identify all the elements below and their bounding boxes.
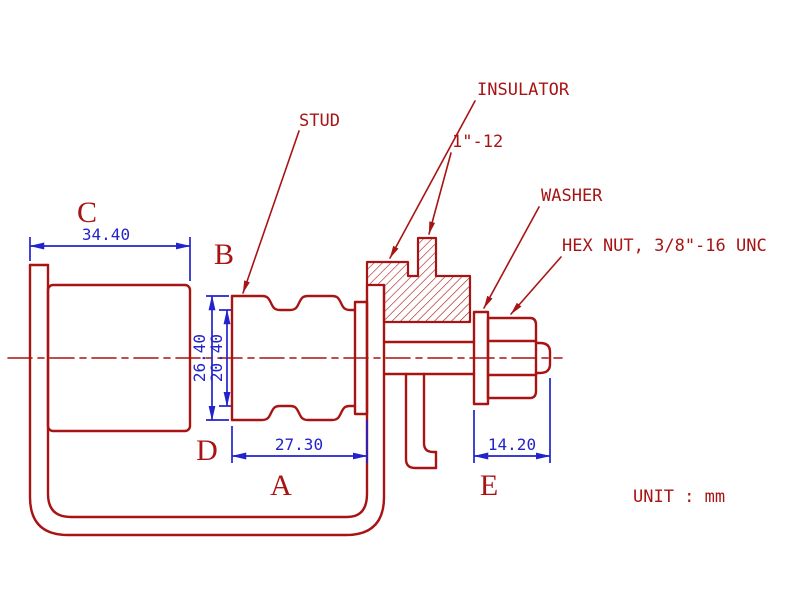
reference-letters: C B D A E: [77, 196, 498, 502]
leader-insulator: [389, 100, 476, 259]
unit-note: UNIT : mm: [633, 487, 725, 507]
ref-letter-a: A: [270, 469, 292, 502]
stud-flange: [353, 300, 369, 416]
leader-washer: [483, 206, 540, 309]
stud-bottom-profile: [230, 404, 357, 422]
stud-top-profile: [230, 294, 357, 312]
insulator-section: [365, 236, 472, 324]
dim-b-outer-value: 26.40: [190, 334, 209, 382]
callout-washer-label: WASHER: [541, 186, 603, 206]
ref-letter-c: C: [77, 196, 97, 229]
part-geometry: [7, 236, 563, 537]
ref-letter-d: D: [196, 434, 218, 467]
callout-insulator-thread-label: 1"-12: [452, 132, 503, 152]
bracket-outer-outline: [28, 263, 386, 537]
hex-nut-outline: [486, 316, 538, 400]
callouts: STUD INSULATOR 1"-12 WASHER HEX NUT, 3/8…: [242, 80, 767, 507]
dimensions: 34.40 26.40 20.40 27.30 14.20: [29, 225, 551, 463]
dim-c-value: 34.40: [82, 225, 130, 244]
dim-e-value: 14.20: [488, 435, 536, 454]
dim-b-inner-value: 20.40: [207, 334, 226, 382]
bracket-inner-outline: [46, 263, 369, 519]
dim-a-value: 27.30: [275, 435, 323, 454]
callout-insulator-label: INSULATOR: [477, 80, 570, 100]
body-can-outline: [46, 283, 192, 433]
callout-hex-nut-label: HEX NUT, 3/8"-16 UNC: [562, 236, 767, 256]
ref-letter-e: E: [480, 469, 498, 502]
terminal-lug-inner: [422, 372, 438, 454]
terminal-lug-outer: [404, 372, 438, 470]
shaft-tip: [534, 341, 552, 375]
leader-hex-nut: [510, 256, 562, 315]
leader-insulator-thread: [428, 152, 452, 235]
ref-letter-b: B: [214, 238, 234, 271]
leader-stud: [242, 130, 300, 294]
callout-stud-label: STUD: [299, 111, 340, 131]
